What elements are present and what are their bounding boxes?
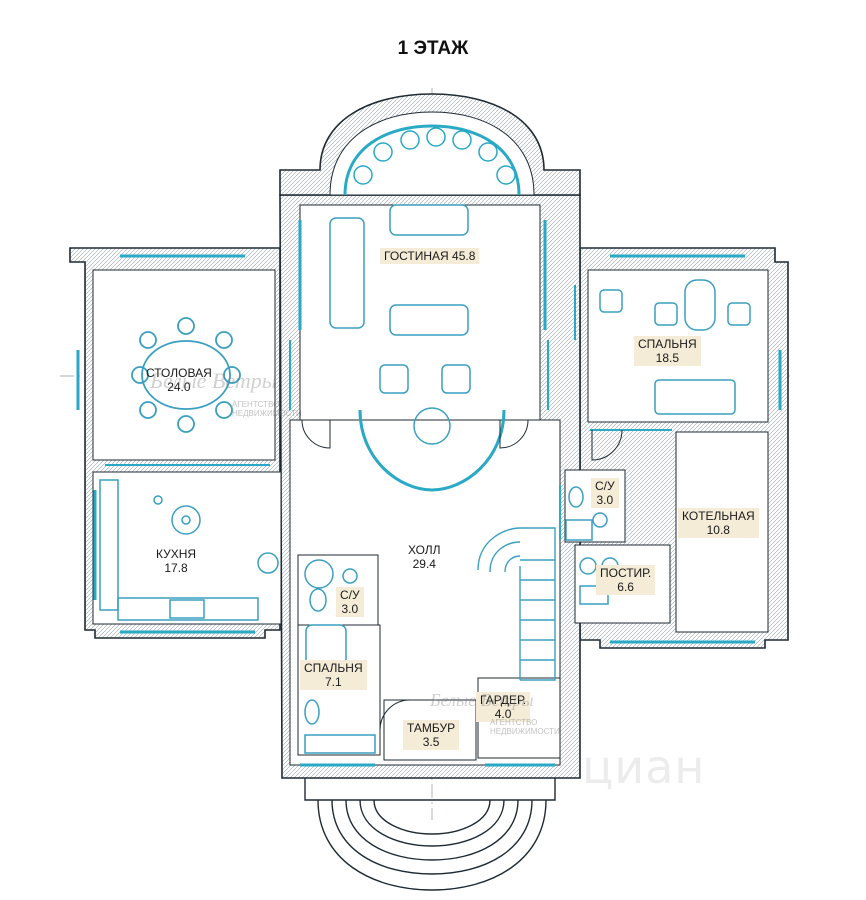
room-area: 7.1 xyxy=(324,675,342,689)
room-label-boiler: КОТЕЛЬНАЯ 10.8 xyxy=(678,508,759,538)
room-name: С/У xyxy=(340,588,360,602)
room-area: 10.8 xyxy=(706,523,730,537)
room-area: 18.5 xyxy=(655,351,679,365)
room-name: СТОЛОВАЯ xyxy=(146,366,212,380)
room-area: 6.6 xyxy=(617,580,634,594)
room-label-vestibule: ТАМБУР 3.5 xyxy=(403,720,460,750)
room-label-living: ГОСТИНАЯ 45.8 xyxy=(380,248,480,264)
room-area: 17.8 xyxy=(164,561,188,575)
room-interiors xyxy=(92,204,769,766)
room-name: ХОЛЛ xyxy=(408,543,441,557)
room-area: 3.0 xyxy=(596,493,614,507)
plan-title: 1 ЭТАЖ xyxy=(397,38,469,59)
room-name: ГАРДЕР. xyxy=(480,693,527,707)
room-label-laundry: ПОСТИР. 6.6 xyxy=(596,565,656,595)
room-name: ТАМБУР xyxy=(407,721,456,735)
room-label-hall: ХОЛЛ 29.4 xyxy=(408,543,441,571)
room-area: 29.4 xyxy=(412,557,436,571)
room-name: ПОСТИР. xyxy=(600,566,652,580)
kitchen-furniture xyxy=(99,479,279,621)
rotunda-columns xyxy=(353,127,516,185)
room-name: С/У xyxy=(595,479,615,493)
room-label-kitchen: КУХНЯ 17.8 xyxy=(156,547,196,575)
room-name: КОТЕЛЬНАЯ xyxy=(682,509,755,523)
room-label-bath1: С/У 3.0 xyxy=(591,478,619,508)
living-furniture xyxy=(329,204,506,492)
room-label-dining: СТОЛОВАЯ 24.0 xyxy=(146,366,212,394)
room-name: КУХНЯ xyxy=(156,547,197,561)
room-area: 3.0 xyxy=(341,602,359,616)
room-area: 4.0 xyxy=(494,707,512,721)
room-name: ГОСТИНАЯ 45.8 xyxy=(384,249,476,263)
room-label-wardrobe: ГАРДЕР. 4.0 xyxy=(476,692,531,722)
windows xyxy=(76,220,782,767)
partitions xyxy=(105,285,672,540)
room-label-bath2: С/У 3.0 xyxy=(336,587,364,617)
room-name: СПАЛЬНЯ xyxy=(304,661,363,675)
site-watermark: циан xyxy=(582,740,706,794)
room-name: СПАЛЬНЯ xyxy=(638,337,697,351)
room-label-bedroom2: СПАЛЬНЯ 7.1 xyxy=(300,660,367,690)
bedroom1-furniture xyxy=(599,279,751,415)
room-label-bedroom1: СПАЛЬНЯ 18.5 xyxy=(634,336,701,366)
room-area: 24.0 xyxy=(167,380,191,394)
staircase xyxy=(477,527,556,681)
dining-table xyxy=(131,317,241,433)
room-area: 3.5 xyxy=(422,735,440,749)
doors xyxy=(301,419,623,731)
entrance-porch xyxy=(304,778,556,891)
